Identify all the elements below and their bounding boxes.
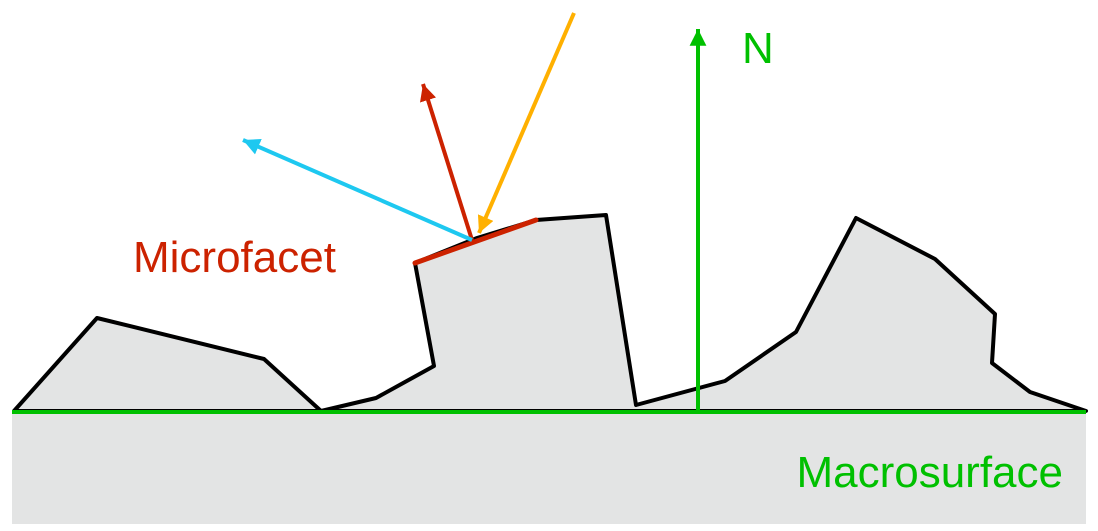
- macrosurface-label: Macrosurface: [796, 448, 1063, 497]
- incident-light-arrow: [477, 12, 576, 234]
- normal-label: N: [742, 24, 774, 73]
- microfacet-segment: [412, 217, 539, 266]
- microsurface-profile: [12, 213, 1088, 413]
- microfacet-normal-arrow: [420, 83, 474, 241]
- microfacet-label: Microfacet: [133, 233, 336, 282]
- reflected-light-arrow: [242, 138, 473, 242]
- macrosurface-slab: [12, 412, 1086, 524]
